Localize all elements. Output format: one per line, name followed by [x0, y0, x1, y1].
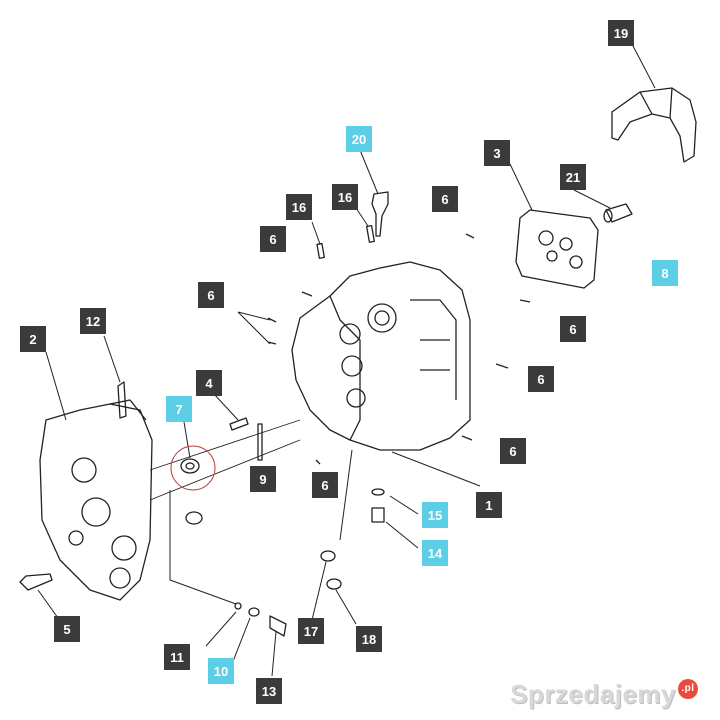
- callout-4: 4: [196, 370, 222, 396]
- callout-10: 10: [208, 658, 234, 684]
- callout-12: 12: [80, 308, 106, 334]
- callout-16-a: 16: [286, 194, 312, 220]
- part-16-pin-b: [365, 224, 375, 243]
- callout-7: 7: [166, 396, 192, 422]
- part-18-oring: [326, 578, 342, 590]
- callout-20: 20: [346, 126, 372, 152]
- part-17-oring: [320, 550, 336, 562]
- callout-14: 14: [422, 540, 448, 566]
- callout-17: 17: [298, 618, 324, 644]
- part-13-plug: [269, 615, 287, 637]
- highlight-circle-marker: [170, 445, 216, 491]
- callout-6-e: 6: [528, 366, 554, 392]
- part-1-housing: [291, 261, 471, 451]
- callout-11: 11: [164, 644, 190, 670]
- callout-1: 1: [476, 492, 502, 518]
- callout-15: 15: [422, 502, 448, 528]
- part-20-plug: [371, 191, 389, 237]
- callout-19: 19: [608, 20, 634, 46]
- part-3-plate: [515, 209, 599, 289]
- callout-9: 9: [250, 466, 276, 492]
- watermark-logo: Sprzedajemy.pl: [510, 679, 698, 710]
- callout-16-b: 16: [332, 184, 358, 210]
- callout-3: 3: [484, 140, 510, 166]
- callout-6-g: 6: [312, 472, 338, 498]
- callout-6-f: 6: [500, 438, 526, 464]
- callout-2: 2: [20, 326, 46, 352]
- callout-13: 13: [256, 678, 282, 704]
- callout-6-d: 6: [560, 316, 586, 342]
- part-16-pin-a: [316, 242, 325, 259]
- part-7-seal: [180, 458, 200, 474]
- callout-6-b: 6: [432, 186, 458, 212]
- callout-18: 18: [356, 626, 382, 652]
- part-4-pin: [229, 417, 249, 431]
- part-5-bolt: [19, 573, 53, 591]
- part-2-cover: [39, 403, 153, 601]
- callout-21: 21: [560, 164, 586, 190]
- callout-8: 8: [652, 260, 678, 286]
- part-21-pin: [605, 203, 633, 223]
- callout-6-c: 6: [198, 282, 224, 308]
- callout-5: 5: [54, 616, 80, 642]
- callout-6-a: 6: [260, 226, 286, 252]
- part-19-cover: [611, 87, 697, 163]
